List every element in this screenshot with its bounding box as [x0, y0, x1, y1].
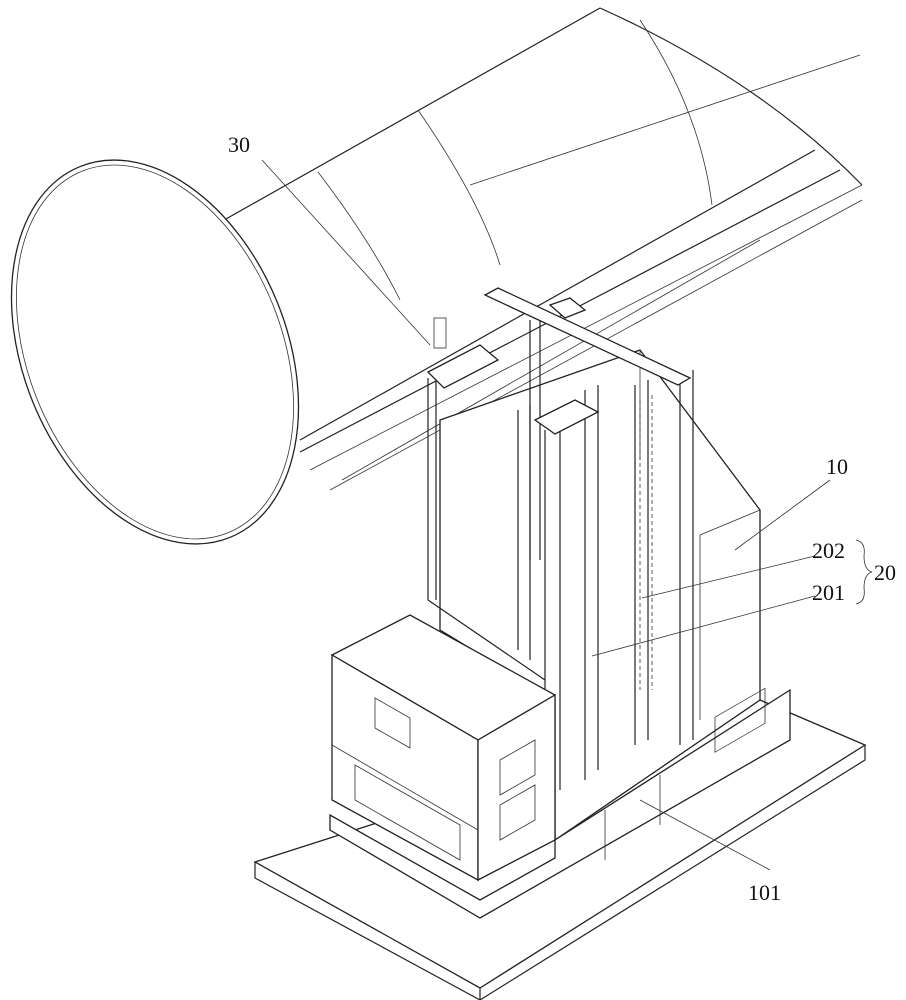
chassis-101 — [329, 688, 791, 919]
label-202: 202 — [812, 538, 845, 563]
label-201: 201 — [812, 580, 845, 605]
leader-201 — [591, 595, 816, 657]
label-30: 30 — [228, 132, 250, 157]
lift-frame-20 — [426, 287, 694, 790]
label-101: 101 — [748, 880, 781, 905]
label-20: 20 — [874, 560, 896, 585]
leader-10 — [734, 479, 831, 551]
label-10: 10 — [826, 454, 848, 479]
tube-30 — [10, 7, 863, 545]
leader-101 — [639, 799, 771, 871]
leader-202 — [641, 555, 816, 599]
vent-grille — [499, 739, 536, 796]
brace — [855, 539, 873, 605]
control-display — [374, 697, 411, 749]
tube-opening — [10, 159, 300, 545]
leader-30 — [261, 159, 431, 346]
control-cabinet — [330, 614, 557, 882]
